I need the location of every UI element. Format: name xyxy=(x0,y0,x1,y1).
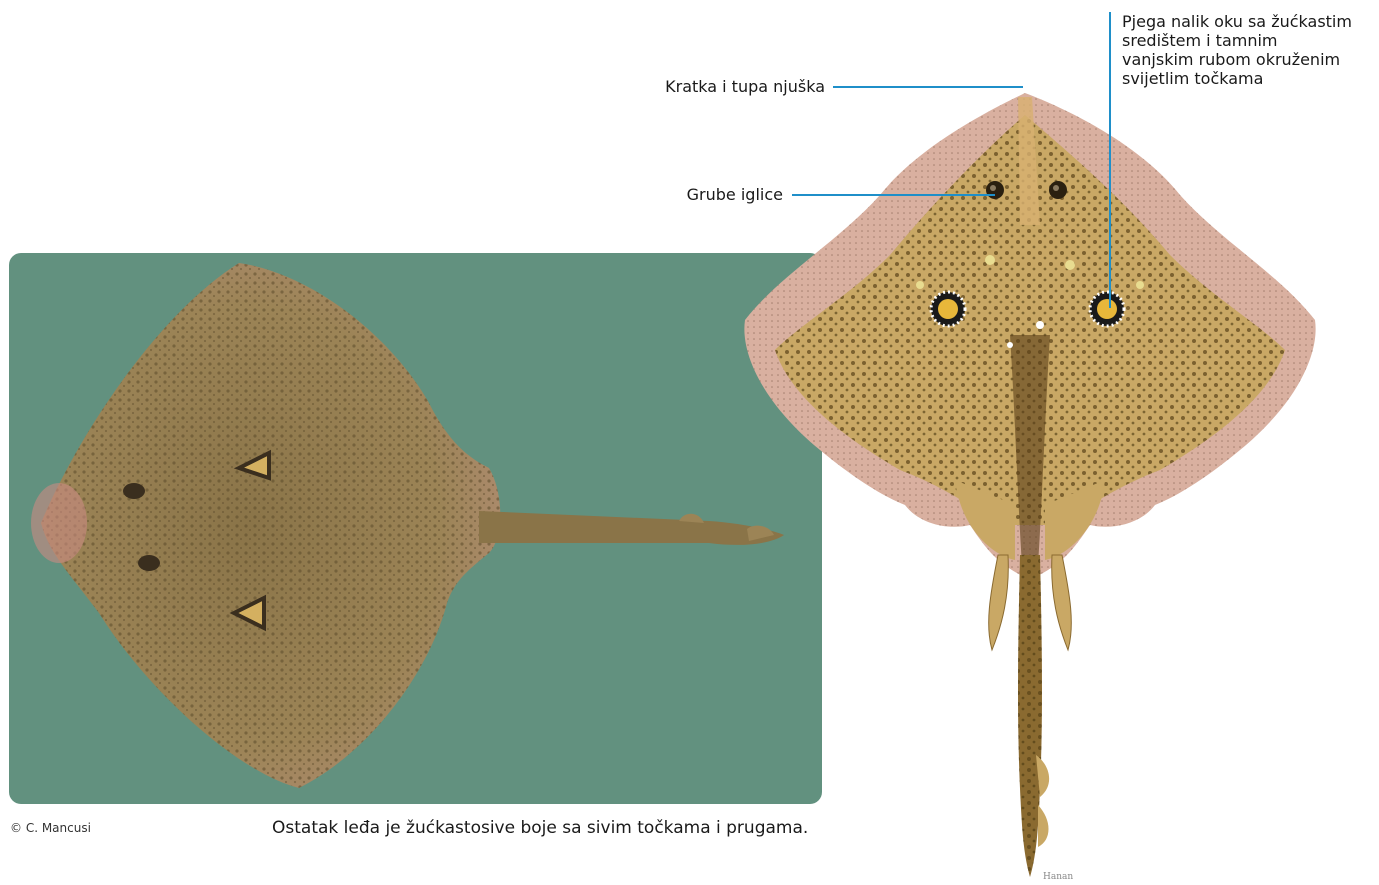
photo-credit: © C. Mancusi xyxy=(10,821,91,835)
illustrator-signature: Hanan xyxy=(1043,872,1073,882)
illustration-eyespot-left xyxy=(931,292,965,326)
eyespot-leader-line xyxy=(1109,12,1111,308)
snout-leader-line xyxy=(833,86,1023,88)
ray-photo xyxy=(9,253,822,804)
eyespot-label-line: vanjskim rubom okruženim xyxy=(1122,50,1352,69)
illustration-eyespot-right xyxy=(1090,292,1124,326)
spines-label: Grube iglice xyxy=(640,185,783,204)
eyespot-label: Pjega nalik oku sa žućkastim središtem i… xyxy=(1122,12,1352,88)
eyespot-label-line: Pjega nalik oku sa žućkastim xyxy=(1122,12,1352,31)
eyespot-label-line: središtem i tamnim xyxy=(1122,31,1352,50)
snout-label: Kratka i tupa njuška xyxy=(610,77,825,96)
photo-caption: Ostatak leđa je žućkastosive boje sa siv… xyxy=(272,818,808,838)
spines-leader-line xyxy=(792,194,995,196)
eyespot-label-line: svijetlim točkama xyxy=(1122,69,1352,88)
ray-illustration xyxy=(740,85,1340,885)
